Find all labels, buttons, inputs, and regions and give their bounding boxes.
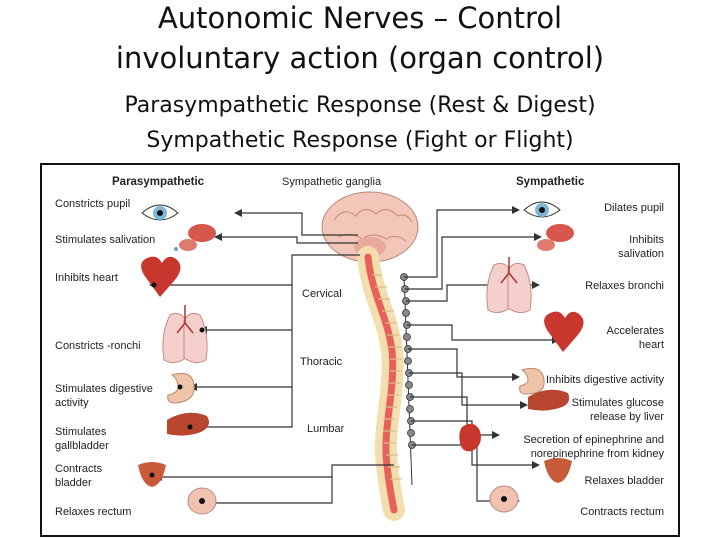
diagram-artwork [138, 191, 584, 521]
para-stimulates-digestive-line2: activity [55, 397, 89, 409]
cervical-label: Cervical [302, 288, 342, 300]
symp-inhibits-digestive: Inhibits digestive activity [546, 374, 664, 386]
symp-glucose-release-line2: release by liver [590, 411, 664, 423]
para-stimulates-gallbladder-line2: gallbladder [55, 440, 109, 452]
right-liver-illustration [528, 389, 570, 411]
symp-dilates-pupil: Dilates pupil [604, 202, 664, 214]
para-relaxes-rectum: Relaxes rectum [55, 506, 132, 518]
right-rectum-illustration [489, 485, 519, 513]
symp-inhibits-salivation-line2: salivation [618, 248, 664, 260]
right-stomach-illustration [519, 367, 545, 395]
spinal-column [357, 246, 405, 521]
left-salivary-gland-illustration [174, 224, 216, 251]
symp-accelerates-heart-line1: Accelerates [606, 325, 664, 337]
symp-relaxes-bladder: Relaxes bladder [584, 475, 665, 487]
left-bladder-illustration [138, 462, 166, 487]
sympathetic-ganglia-header: Sympathetic ganglia [282, 176, 382, 188]
right-lungs-illustration [486, 257, 532, 314]
slide-subtitle-line2: Sympathetic Response (Fight or Flight) [146, 128, 574, 153]
left-eye-illustration [141, 204, 179, 221]
slide-title-line2: involuntary action (organ control) [115, 41, 605, 75]
para-stimulates-salivation: Stimulates salivation [55, 234, 156, 246]
parasympathetic-nerves [157, 212, 394, 504]
para-stimulates-gallbladder-line1: Stimulates [55, 426, 107, 438]
para-inhibits-heart: Inhibits heart [55, 272, 118, 284]
para-stimulates-digestive-line1: Stimulates digestive [55, 383, 153, 395]
symp-accelerates-heart-line2: heart [638, 339, 664, 351]
symp-kidney-secretion-line2: norepinephrine from kidney [530, 448, 664, 460]
left-stomach-illustration [167, 372, 195, 404]
sympathetic-arrowheads [492, 206, 560, 505]
slide-title-line1: Autonomic Nerves – Control [157, 1, 563, 35]
para-constricts-pupil: Constricts pupil [55, 198, 131, 210]
symp-glucose-release-line1: Stimulates glucose [571, 397, 664, 409]
para-contracts-bladder-line2: bladder [55, 477, 92, 489]
symp-contracts-rectum: Contracts rectum [580, 506, 664, 518]
sympathetic-header: Sympathetic [516, 176, 585, 188]
para-contracts-bladder-line1: Contracts [55, 463, 103, 475]
left-lungs-illustration [162, 305, 208, 364]
left-rectum-illustration [187, 487, 217, 515]
right-eye-illustration [523, 201, 561, 218]
right-bladder-illustration [544, 458, 572, 483]
left-heart-illustration [141, 256, 181, 297]
slide-subtitle-line1: Parasympathetic Response (Rest & Digest) [124, 93, 596, 118]
symp-relaxes-bronchi: Relaxes bronchi [585, 280, 664, 292]
symp-kidney-secretion-line1: Secretion of epinephrine and [523, 434, 664, 446]
right-heart-illustration [544, 311, 584, 352]
left-liver-illustration [167, 412, 209, 436]
parasympathetic-header: Parasympathetic [112, 176, 205, 188]
right-kidney-illustration [459, 423, 481, 452]
thoracic-label: Thoracic [300, 356, 343, 368]
para-constricts-bronchi: Constricts -ronchi [55, 340, 141, 352]
right-salivary-gland-illustration [537, 224, 574, 251]
lumbar-label: Lumbar [307, 423, 345, 435]
symp-inhibits-salivation-line1: Inhibits [629, 234, 664, 246]
autonomic-nervous-system-diagram: Parasympathetic Sympathetic ganglia Symp… [40, 163, 680, 537]
